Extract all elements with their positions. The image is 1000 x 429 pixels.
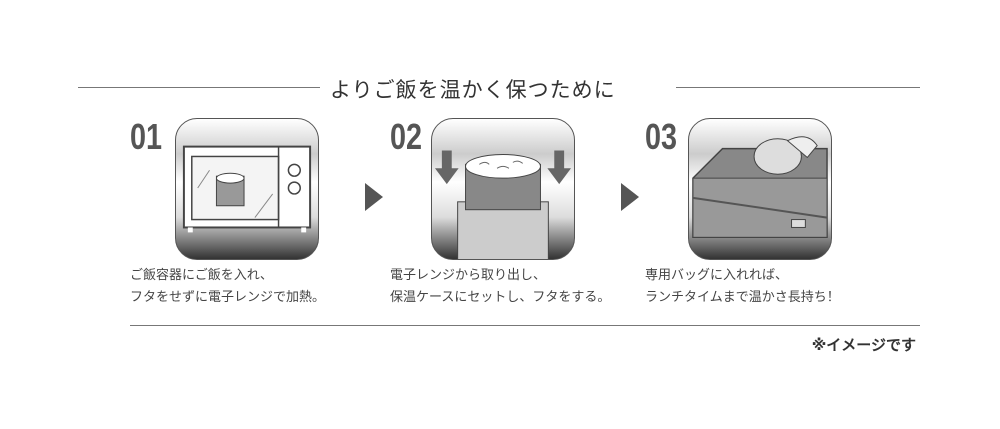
title-rule-right <box>676 87 920 88</box>
thermal-case-illustration <box>431 118 575 260</box>
next-arrow-icon <box>365 183 383 211</box>
step-3-line-2: ランチタイムまで温かさ長持ち！ <box>645 290 840 305</box>
title-rule-left <box>78 87 320 88</box>
step-number-3: 03 <box>645 116 678 157</box>
step-2-line-1: 電子レンジから取り出し、 <box>390 268 547 283</box>
step-3-line-1: 専用バッグに入れれば、 <box>645 268 789 283</box>
step-2-line-2: 保温ケースにセットし、フタをする。 <box>390 290 611 305</box>
step-number-1: 01 <box>130 116 163 157</box>
step-description-3: 専用バッグに入れれば、 ランチタイムまで温かさ長持ち！ <box>645 265 840 309</box>
image-note: ※イメージです <box>811 336 916 354</box>
step-description-1: ご飯容器にご飯を入れ、 フタをせずに電子レンジで加熱。 <box>130 265 325 309</box>
next-arrow-icon <box>621 183 639 211</box>
bottom-rule <box>130 325 920 326</box>
step-1-line-1: ご飯容器にご飯を入れ、 <box>130 268 273 283</box>
step-description-2: 電子レンジから取り出し、 保温ケースにセットし、フタをする。 <box>390 265 610 309</box>
step-number-2: 02 <box>390 116 423 157</box>
step-1-line-2: フタをせずに電子レンジで加熱。 <box>130 290 326 305</box>
lunch-bag-illustration <box>688 118 832 260</box>
microwave-illustration <box>175 118 319 260</box>
section-title: よりご飯を温かく保つために <box>330 78 616 102</box>
